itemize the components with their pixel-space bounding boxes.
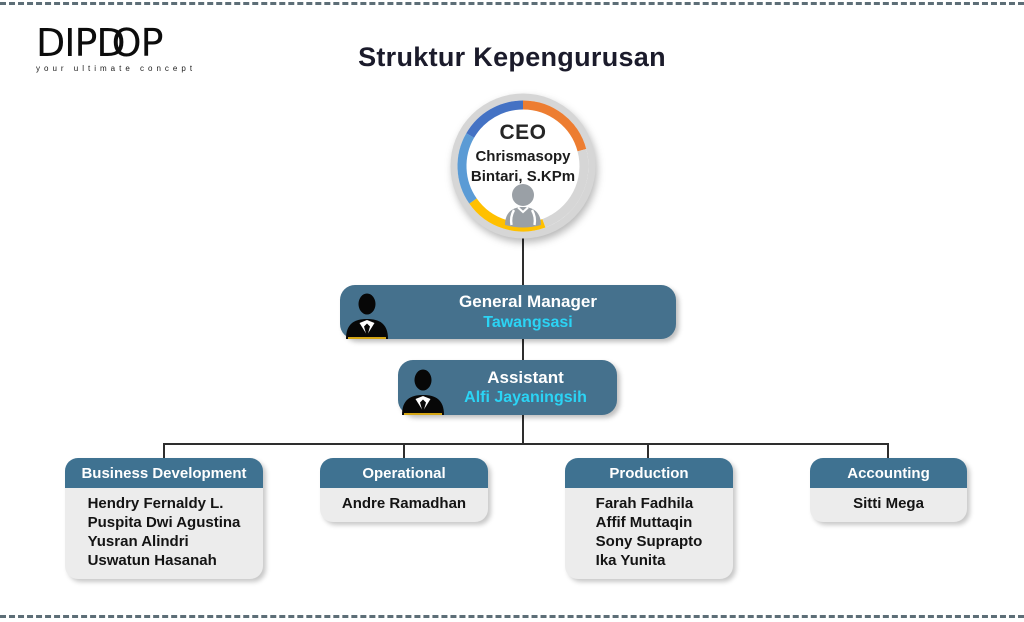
department-operational: Operational Andre Ramadhan <box>320 458 488 522</box>
assistant-label: Assistant Alfi Jayaningsih <box>448 360 617 415</box>
ceo-node: CEO Chrismasopy Bintari, S.KPm <box>448 91 598 241</box>
bottom-dashed-border <box>0 615 1024 618</box>
ring-segment-lightblue <box>457 133 477 204</box>
member-name: Farah Fadhila <box>595 495 694 512</box>
assistant-role: Assistant <box>487 367 564 387</box>
general-manager-label: General Manager Tawangsasi <box>394 285 676 339</box>
member-name: Sony Suprapto <box>595 533 703 550</box>
connector-drop-business-development <box>163 443 165 459</box>
department-title: Production <box>565 458 733 488</box>
member-name: Uswatun Hasanah <box>87 552 217 569</box>
page-title: Struktur Kepengurusan <box>358 42 666 72</box>
member-name: Ika Yunita <box>595 552 666 569</box>
connector-gm-assistant <box>522 339 524 360</box>
department-members: Andre Ramadhan <box>320 488 488 522</box>
department-members: Sitti Mega <box>810 488 967 522</box>
connector-assistant-depts <box>522 415 524 443</box>
connector-drop-accounting <box>887 443 889 459</box>
general-manager-name: Tawangsasi <box>483 313 573 331</box>
member-name: Affif Muttaqin <box>595 514 693 531</box>
department-accounting: Accounting Sitti Mega <box>810 458 967 522</box>
dipdop-logo: DIPDOP your ultimate concept <box>36 24 196 73</box>
businessman-icon <box>398 360 448 415</box>
ring-segment-darkblue <box>466 100 524 138</box>
connector-drop-operational <box>403 443 405 459</box>
ceo-role: CEO <box>499 121 547 144</box>
ring-segment-gray <box>542 149 589 228</box>
top-dashed-border <box>0 2 1024 5</box>
general-manager-role: General Manager <box>459 292 597 312</box>
member-name: Yusran Alindri <box>87 533 189 550</box>
assistant-node: Assistant Alfi Jayaningsih <box>398 360 617 415</box>
member-name: Sitti Mega <box>853 495 924 512</box>
connector-horizontal <box>163 443 889 445</box>
logo-text: DIPDOP <box>36 21 163 65</box>
department-title: Accounting <box>810 458 967 488</box>
ceo-person-icon <box>505 184 541 228</box>
ceo-circle-graphic <box>450 93 596 239</box>
general-manager-node: General Manager Tawangsasi <box>340 285 676 339</box>
ceo-label: CEO Chrismasopy Bintari, S.KPm <box>466 121 580 188</box>
businessman-icon <box>340 285 394 339</box>
department-title: Business Development <box>65 458 263 488</box>
member-name: Puspita Dwi Agustina <box>87 514 241 531</box>
member-name: Hendry Fernaldy L. <box>87 495 224 512</box>
ceo-name: Chrismasopy Bintari, S.KPm <box>470 148 576 186</box>
assistant-name: Alfi Jayaningsih <box>464 389 587 407</box>
department-title: Operational <box>320 458 488 488</box>
department-business-development: Business Development Hendry Fernaldy L. P… <box>65 458 263 579</box>
member-name: Andre Ramadhan <box>341 495 467 512</box>
logo-tagline: your ultimate concept <box>36 64 197 73</box>
ring-segment-orange <box>522 100 587 152</box>
connector-drop-production <box>647 443 649 459</box>
connector-ceo-gm <box>522 238 524 285</box>
